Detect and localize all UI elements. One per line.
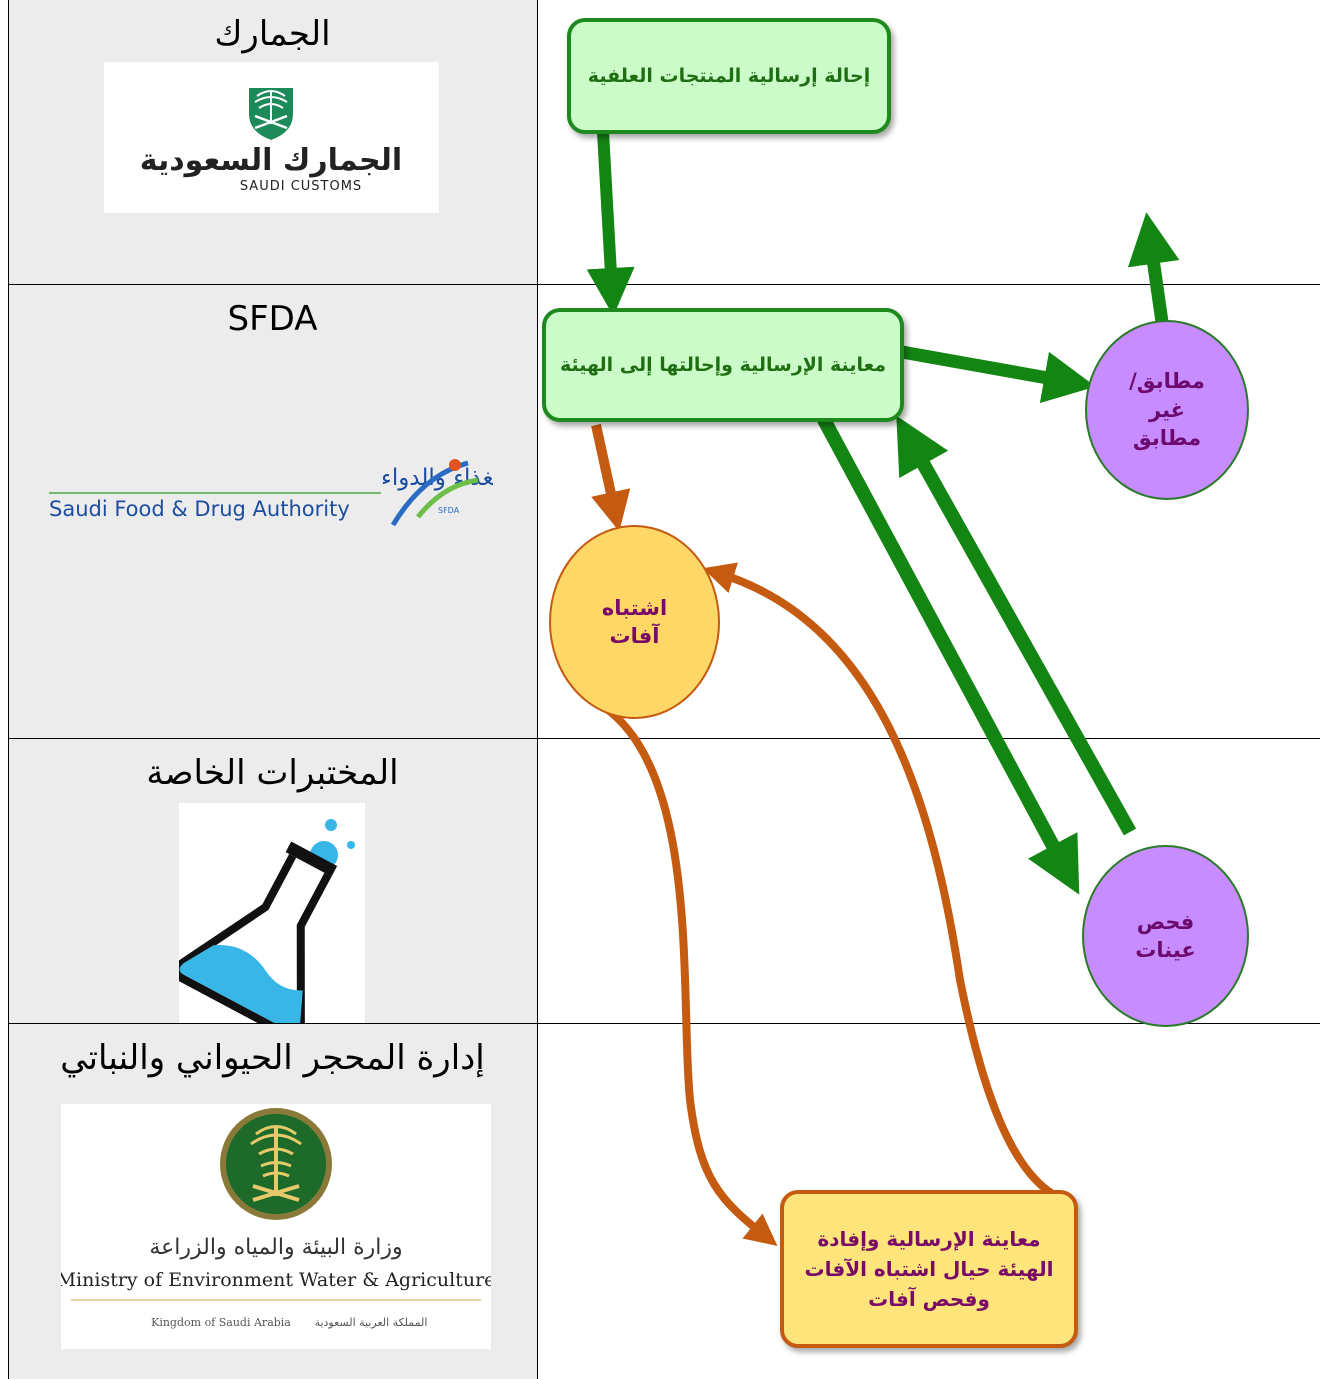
lane-title-quarantine: إدارة المحجر الحيواني والنباتي: [60, 1038, 485, 1078]
flask-icon: [172, 803, 365, 1041]
grid-line: [8, 284, 1320, 285]
arrow-inspect-to-samples: [816, 414, 1080, 895]
lane-title-sfda: SFDA: [227, 299, 318, 339]
lane-quarantine: إدارة المحجر الحيواني والنباتي وزارة الب…: [8, 1024, 537, 1379]
arrow-samples-to-inspect: [896, 415, 1137, 836]
node-suspect-label: اشتباه آفات: [601, 595, 668, 648]
node-refer: إحالة إرسالية المنتجات العلفية: [567, 18, 891, 134]
arrow-suspect-to-quarantine: [605, 706, 778, 1246]
node-inspect-label: معاينة الإرسالية وإحالتها إلى الهيئة: [559, 354, 887, 376]
lane-title-labs: المختبرات الخاصة: [146, 753, 399, 793]
arrow-quarantine-to-suspect: [702, 562, 1067, 1204]
ministry-logo-sub-ar: المملكة العربية السعودية: [315, 1316, 428, 1329]
node-quarantine: معاينة الإرسالية وإفادة الهيئة حيال اشتب…: [780, 1190, 1078, 1348]
arrow-refer-to-inspect: [586, 131, 635, 316]
node-suspect: اشتباه آفات: [549, 525, 720, 719]
lane-labs: المختبرات الخاصة: [8, 739, 537, 1041]
grid-line: [8, 1023, 1320, 1024]
node-quarantine-label: معاينة الإرسالية وإفادة الهيئة حيال اشتب…: [804, 1227, 1054, 1311]
customs-logo-en: SAUDI CUSTOMS: [240, 179, 362, 194]
arrow-match-up: [1127, 212, 1180, 323]
node-match: مطابق/ غير مطابق: [1085, 320, 1249, 500]
node-refer-label: إحالة إرسالية المنتجات العلفية: [587, 65, 871, 87]
grid-line: [8, 0, 9, 1379]
node-samples: فحص عينات: [1082, 845, 1249, 1027]
grid-line: [537, 0, 538, 1379]
ministry-logo-ar: وزارة البيئة والمياه والزراعة: [149, 1235, 402, 1260]
saudi-customs-logo: الجمارك السعودية SAUDI CUSTOMS: [104, 62, 439, 213]
lane-title-customs: الجمارك: [214, 14, 331, 54]
ministry-logo-en: Ministry of Environment Water & Agricult…: [61, 1269, 491, 1291]
sfda-logo-badge: SFDA: [438, 506, 460, 515]
node-inspect: معاينة الإرسالية وإحالتها إلى الهيئة: [542, 308, 904, 422]
sfda-logo-en: Saudi Food & Drug Authority: [49, 497, 350, 521]
lane-customs: الجمارك الجمارك السعودية SAUDI CUSTOMS: [8, 0, 537, 284]
ministry-logo-sub-en: Kingdom of Saudi Arabia: [151, 1316, 291, 1329]
node-samples-label: فحص عينات: [1135, 909, 1196, 962]
lane-sfda: SFDA الهيئة العامة للغذاء والدواء Saudi …: [8, 285, 629, 738]
ministry-logo: وزارة البيئة والمياه والزراعة Ministry o…: [57, 1104, 495, 1349]
arrow-inspect-to-suspect: [591, 423, 631, 532]
arrow-inspect-to-match: [900, 345, 1096, 404]
grid-line: [8, 738, 1320, 739]
customs-logo-ar: الجمارك السعودية: [140, 143, 402, 178]
node-match-label: مطابق/ غير مطابق: [1129, 369, 1205, 451]
